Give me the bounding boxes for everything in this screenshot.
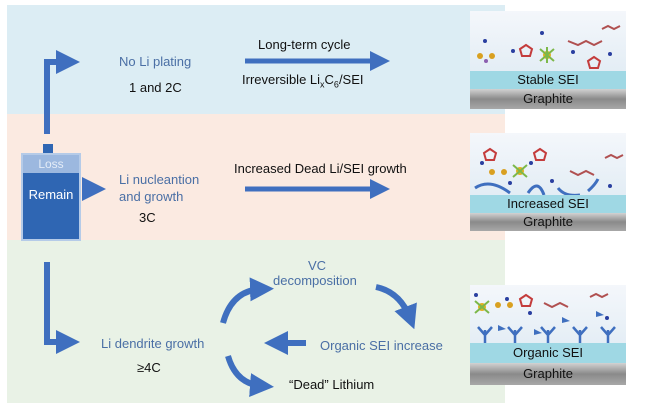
to-vc-decomposition-arrow [220,277,274,324]
electrolyte-dead-li-icon [474,147,624,197]
subscript-6: 6 [333,79,339,90]
rate-4c-label: ≥4C [137,360,161,375]
battery-loss-section: Loss [23,155,79,173]
no-li-plating-label: No Li plating [119,54,192,69]
rate-3c-label: 3C [139,210,156,225]
subscript-x: x [320,79,325,90]
long-term-cycle-label: Long-term cycle [258,37,351,52]
branch-arrow-top [44,50,80,134]
dendrite-molecules-icon [474,292,616,345]
battery-terminal [43,144,53,154]
organic-sei-layer: Organic SEI [470,343,626,363]
increased-sei-layer: Increased SEI [470,195,626,213]
to-dead-lithium-arrow [225,355,274,398]
vc-label: VC [308,258,327,273]
increased-dead-li-sei-label: Increased Dead Li/SEI growth [234,161,407,176]
battery-remain-label: Remain [28,187,74,202]
electrolyte-molecules-icon [477,24,621,69]
graphite-layer: Graphite [470,363,626,385]
to-organic-sei-arrow [375,284,417,330]
irreversible-lixc6-sei-label: Irreversible LixC6/SEI [242,72,364,90]
c-text: C [324,72,334,87]
stable-sei-panel: Stable SEI Graphite [470,11,626,109]
sei-text: /SEI [338,72,364,87]
organic-sei-increase-label: Organic SEI increase [320,338,443,353]
dead-lithium-label: “Dead” Lithium [289,377,375,392]
stable-sei-layer: Stable SEI [470,71,626,89]
increased-sei-panel: Increased SEI Graphite [470,133,626,231]
rate-1-2c-label: 1 and 2C [129,80,182,95]
organic-sei-panel: Organic SEI Graphite [470,285,626,385]
graphite-layer: Graphite [470,213,626,231]
battery-body: Loss Remain [21,153,81,241]
li-dendrite-growth-label: Li dendrite growth [101,336,205,351]
branch-arrow-bottom [44,262,80,354]
and-growth-label: and growth [119,189,184,204]
irreversible-li-text: Irreversible Li [242,72,321,87]
graphite-layer: Graphite [470,89,626,109]
li-nucleation-label: Li nucleantion [119,172,200,187]
decomposition-label: decomposition [273,273,357,288]
